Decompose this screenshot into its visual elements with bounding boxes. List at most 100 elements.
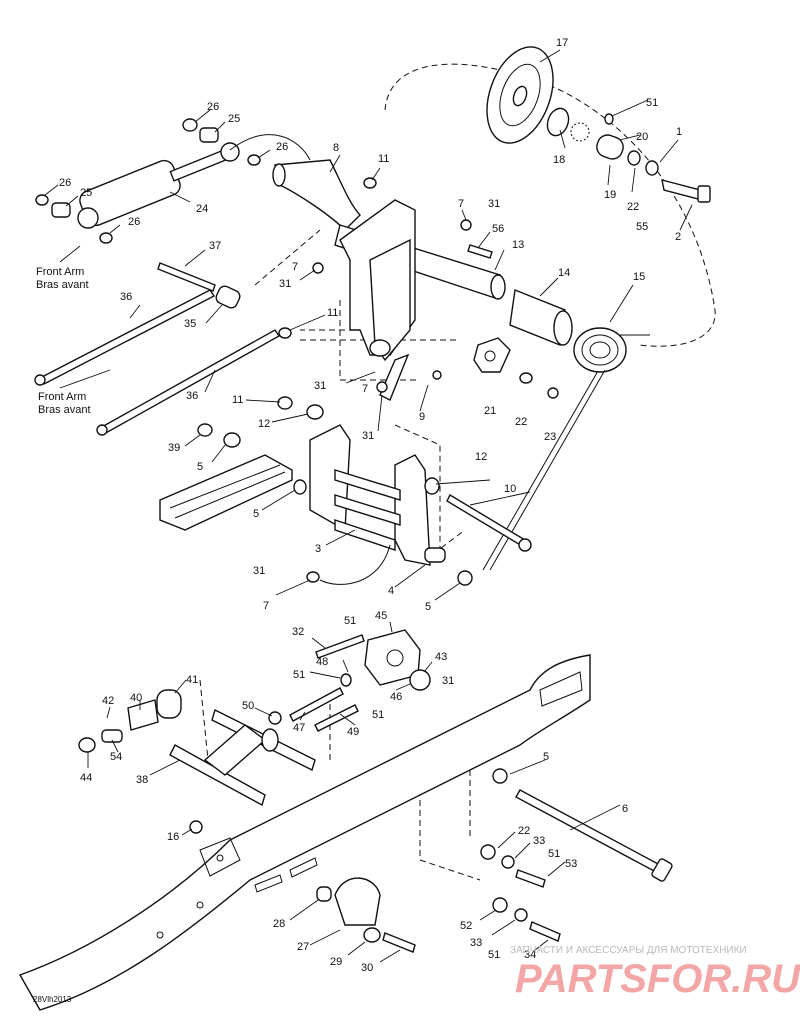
callout-12b: 12 [475,451,487,463]
callout-2: 2 [675,231,681,243]
callout-40: 40 [130,692,142,704]
callout-35: 35 [184,318,196,330]
callout-11c: 11 [232,394,243,406]
callout-6: 6 [622,803,628,815]
callout-19: 19 [604,189,616,201]
link-rods [34,177,377,436]
callout-31c: 31 [314,380,326,392]
lower-block-assembly [289,629,431,732]
callout-5c: 5 [425,601,431,613]
callout-30: 30 [361,962,373,974]
callout-24: 24 [196,203,208,215]
main-slide-rail [18,654,591,1011]
callout-49: 49 [347,726,359,738]
callout-36b: 36 [186,390,198,402]
callout-31d: 31 [362,430,374,442]
callout-1: 1 [676,126,682,138]
rear-arm-frame [277,396,532,586]
lower-pivot-arm [78,689,316,807]
bras-avant-label-2: Bras avant [38,404,91,416]
callout-25a: 25 [228,113,240,125]
callout-15: 15 [633,271,645,283]
leader-lines [44,49,693,963]
small-fasteners [306,219,493,585]
callout-54: 54 [110,751,122,763]
callout-22c: 22 [518,825,530,837]
callout-7d: 7 [263,600,269,612]
callout-51f: 51 [488,949,500,961]
callout-51c: 51 [293,669,305,681]
callout-7c: 7 [362,383,368,395]
callout-29: 29 [330,956,342,968]
callout-43: 43 [435,651,447,663]
callout-11a: 11 [378,153,389,165]
callout-25b: 25 [80,187,92,199]
callout-31b: 31 [279,278,291,290]
callout-56: 56 [492,223,504,235]
bras-avant-label-1: Bras avant [36,279,89,291]
front-arm-label-2: Front Arm [38,391,86,403]
callout-27: 27 [297,941,309,953]
callout-11b: 11 [327,307,338,319]
callout-37: 37 [209,240,221,252]
bushings-25-26 [35,118,261,244]
callout-55: 55 [636,221,648,233]
callout-5a: 5 [197,461,203,473]
callout-52: 52 [460,920,472,932]
callout-4: 4 [388,585,394,597]
callout-23: 23 [544,431,556,443]
callout-41: 41 [186,674,198,686]
stopper-block [473,337,559,399]
callout-31a: 31 [488,198,500,210]
callout-10: 10 [504,483,516,495]
callout-18: 18 [553,154,565,166]
lower-assembly-outline [199,679,481,881]
callout-33b: 33 [470,937,482,949]
callout-31e: 31 [253,565,265,577]
callout-51e: 51 [548,848,560,860]
callout-44: 44 [80,772,92,784]
callout-42: 42 [102,695,114,707]
callout-21: 21 [484,405,496,417]
callout-45: 45 [375,610,387,622]
callout-31f: 31 [442,675,454,687]
drawing-code: 28Vlh2013 [33,995,72,1004]
callout-36a: 36 [120,291,132,303]
callout-3: 3 [315,543,321,555]
callout-12a: 12 [258,418,270,430]
watermark-brand: PARTSFOR.RU [515,957,800,1001]
torsion-spring [482,327,650,571]
callout-8: 8 [333,142,339,154]
front-arm-arrow-2 [59,369,111,389]
callout-numbers: 1 2 3 4 5 5 5 5 5 6 7 7 7 7 8 9 10 11 11… [59,37,682,974]
callout-5d: 5 [543,751,549,763]
callout-53: 53 [565,858,577,870]
callout-32: 32 [292,626,304,638]
callout-9: 9 [419,411,425,423]
callout-20: 20 [636,131,648,143]
callout-26a: 26 [207,101,219,113]
callout-17: 17 [556,37,568,49]
callout-14: 14 [558,267,570,279]
idler-wheel [486,46,554,144]
callout-51d: 51 [372,709,384,721]
watermark-subtitle: ЗАПЧАСТИ И АКСЕССУАРЫ ДЛЯ МОТОТЕХНИКИ [510,945,747,956]
pivot-bracket [339,199,416,401]
callout-50: 50 [242,700,254,712]
front-arm-arrow-1 [59,245,81,263]
callout-26c: 26 [59,177,71,189]
slide-rail-bracket [159,423,293,531]
callout-5b: 5 [253,508,259,520]
upper-arm-tube [272,159,573,346]
callout-39: 39 [168,442,180,454]
callout-51b: 51 [344,615,356,627]
idler-bearing-parts [546,107,711,203]
callout-34: 34 [524,949,536,961]
callout-16: 16 [167,831,179,843]
callout-47: 47 [293,722,305,734]
callout-48: 48 [316,656,328,668]
rail-stopper [316,877,416,953]
front-arm-label-1: Front Arm [36,266,84,278]
callout-7b: 7 [458,198,464,210]
